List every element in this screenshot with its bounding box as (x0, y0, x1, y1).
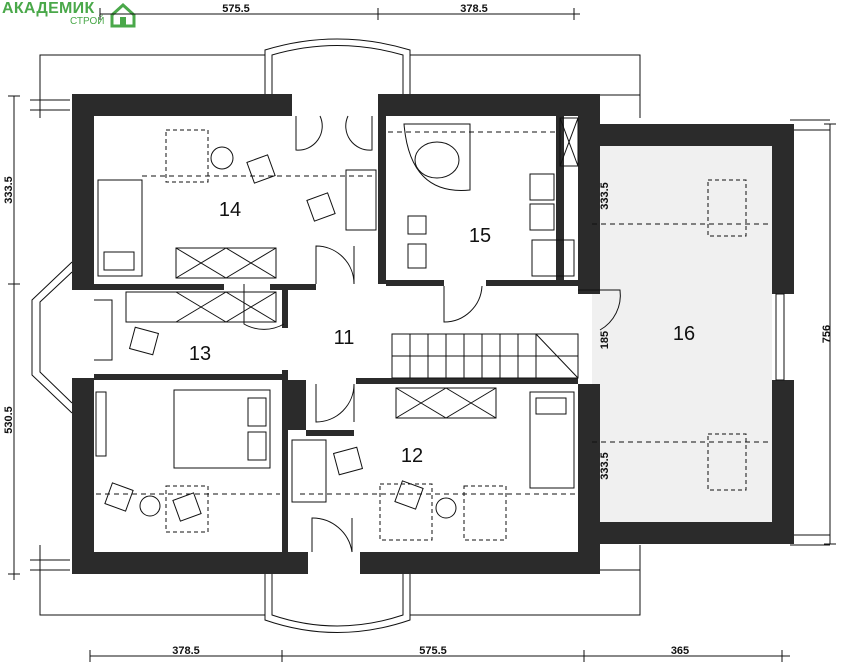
room-16-area (592, 146, 772, 522)
room-13-label: 13 (189, 343, 211, 365)
room-14-furniture (97, 129, 377, 279)
bay-window-left (31, 261, 73, 414)
dim-top-1: 575.5 (222, 3, 250, 15)
dim-left-2: 530.5 (3, 406, 15, 434)
room-15-furniture (388, 117, 579, 277)
room-16-label: 16 (673, 323, 695, 345)
room-12-label: 12 (401, 445, 423, 467)
room-16-details (592, 179, 785, 491)
house-icon (110, 2, 136, 28)
room-14-label: 14 (219, 199, 241, 221)
dim-left-1: 333.5 (3, 176, 15, 204)
dim-bottom-3: 365 (671, 645, 689, 657)
dim-inner-3: 333.5 (599, 452, 611, 480)
room-15-label: 15 (469, 225, 491, 247)
dim-inner-1: 333.5 (599, 182, 611, 210)
logo-subtext: СТРОЙ (70, 16, 105, 27)
doors (94, 115, 621, 553)
roof-outline (30, 54, 830, 616)
dimension-lines (8, 8, 836, 662)
interior-walls (94, 94, 578, 552)
logo-text: АКАДЕМИК (2, 0, 95, 17)
balcony-top (264, 38, 411, 95)
dim-bottom-1: 378.5 (172, 645, 200, 657)
dim-top-2: 378.5 (460, 3, 488, 15)
room-12-furniture (291, 387, 578, 541)
room-11-label: 11 (334, 327, 355, 349)
dim-right-1: 756 (821, 325, 833, 343)
dim-inner-2: 185 (599, 331, 611, 349)
room-13-furniture (95, 291, 280, 533)
company-logo: АКАДЕМИК СТРОЙ (0, 0, 150, 30)
balcony-bottom (264, 570, 411, 633)
stairs (391, 333, 579, 379)
dim-bottom-2: 575.5 (419, 645, 447, 657)
exterior-walls (72, 94, 794, 574)
